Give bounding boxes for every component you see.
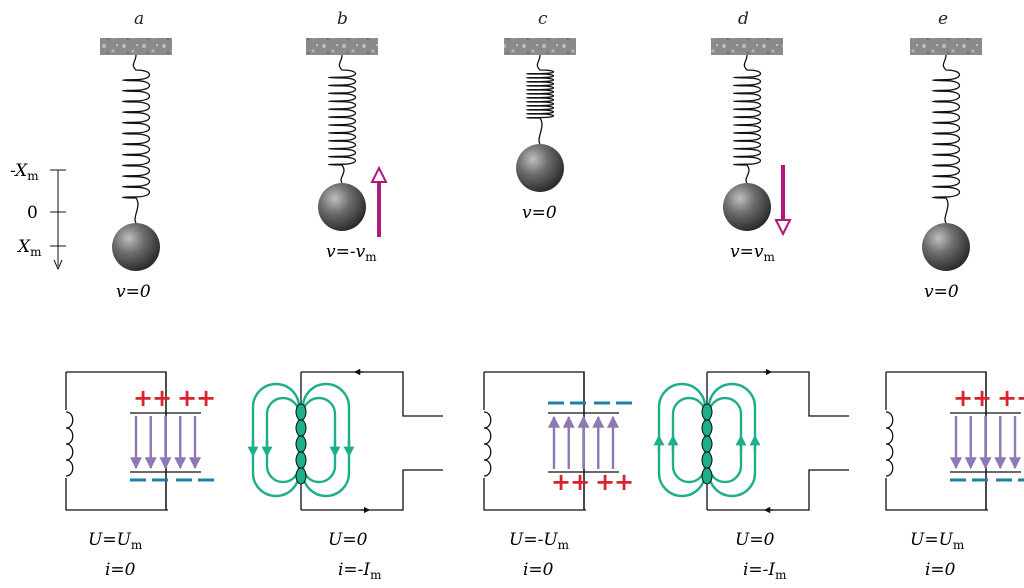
inductor-coil-icon	[885, 411, 894, 477]
current-label-e: i=0	[925, 560, 956, 580]
spring-icon	[732, 54, 762, 184]
spring-icon	[121, 54, 151, 224]
inductor-coil-icon	[483, 411, 492, 477]
plus-charge: +	[196, 384, 216, 412]
position-scale: -Xm 0 Xm	[10, 161, 66, 271]
mass-ball-icon	[318, 183, 366, 231]
panel-letter-e: e	[938, 9, 948, 29]
ceiling-support-icon	[711, 38, 783, 55]
mass-ball-icon	[516, 144, 564, 192]
mass-ball-icon	[723, 183, 771, 231]
ceiling-support-icon	[910, 38, 982, 55]
lc-circuit-e: ++++−−−−	[884, 371, 1024, 511]
scale-bottom-label: Xm	[16, 237, 42, 259]
capacitor-e: ++++−−−−	[950, 384, 1024, 482]
mass-ball-icon	[112, 223, 160, 271]
current-label-a: i=0	[105, 560, 136, 580]
mass-ball-icon	[922, 223, 970, 271]
velocity-label-d: v=vm	[730, 242, 775, 264]
velocity-label-a: v=0	[116, 282, 151, 302]
voltage-label-d: U=0	[735, 530, 775, 550]
plus-charge: +	[551, 468, 571, 496]
voltage-label-e: U=Um	[910, 530, 965, 552]
velocity-label-c: v=0	[522, 203, 557, 223]
spring-system-a	[100, 38, 172, 271]
magnetic-field-loop	[707, 396, 743, 484]
panel-letter-b: b	[337, 9, 348, 29]
voltage-label-a: U=Um	[88, 530, 143, 552]
velocity-arrow-up	[370, 165, 388, 237]
spring-icon	[931, 54, 961, 224]
capacitor-a: ++++−−−−	[130, 384, 216, 482]
magnetic-field-loop	[265, 396, 301, 484]
spring-icon	[525, 54, 555, 145]
capacitor-c: ++++−−−−	[548, 401, 634, 496]
plus-charge: +	[972, 384, 992, 412]
scale-zero-label: 0	[27, 203, 38, 223]
velocity-label-b: v=-vm	[326, 242, 377, 264]
spring-system-b	[306, 38, 378, 231]
inductor-coil-icon	[701, 403, 713, 485]
magnetic-field-loop	[671, 396, 707, 484]
inductor-coil-icon	[65, 411, 74, 477]
lc-circuit-b	[247, 368, 443, 514]
inductor-coil-icon	[295, 403, 307, 485]
velocity-label-e: v=0	[924, 282, 959, 302]
voltage-label-c: U=-Um	[509, 530, 570, 552]
plus-charge: +	[953, 384, 973, 412]
plus-charge: +	[133, 384, 153, 412]
lc-circuit-a: ++++−−−−	[64, 371, 216, 511]
scale-top-label: -Xm	[10, 161, 39, 183]
plus-charge: +	[152, 384, 172, 412]
bottom-labels: U=Um i=0 U=0 i=-Im U=-Um i=0 U=0 i=-Im U…	[88, 530, 965, 582]
plus-charge: +	[177, 384, 197, 412]
lc-circuit-row: ++++−−−− ++++−−−− ++++−−−−	[64, 368, 1024, 514]
spring-system-e	[910, 38, 982, 271]
lc-circuit-d	[653, 368, 849, 514]
magnetic-field-loop	[301, 396, 337, 484]
panel-letter-c: c	[538, 9, 548, 29]
lc-circuit-c: ++++−−−−	[482, 371, 634, 511]
current-label-d: i=-Im	[743, 560, 787, 582]
plus-charge: +	[595, 468, 615, 496]
ceiling-support-icon	[100, 38, 172, 55]
ceiling-support-icon	[306, 38, 378, 55]
plus-charge: +	[614, 468, 634, 496]
spring-icon	[327, 54, 357, 184]
top-labels: a b c d e v=0 v=-vm v=0 v=vm v=0	[116, 9, 959, 302]
spring-system-c	[504, 38, 576, 192]
plus-charge: +	[1016, 384, 1024, 412]
current-label-b: i=-Im	[338, 560, 382, 582]
panel-letter-d: d	[738, 9, 749, 29]
velocity-arrow-down	[774, 165, 792, 237]
voltage-label-b: U=0	[328, 530, 368, 550]
current-label-c: i=0	[523, 560, 554, 580]
plus-charge: +	[570, 468, 590, 496]
spring-system-d	[711, 38, 783, 231]
plus-charge: +	[997, 384, 1017, 412]
panel-letter-a: a	[134, 9, 144, 29]
spring-mass-row	[100, 38, 982, 271]
ceiling-support-icon	[504, 38, 576, 55]
